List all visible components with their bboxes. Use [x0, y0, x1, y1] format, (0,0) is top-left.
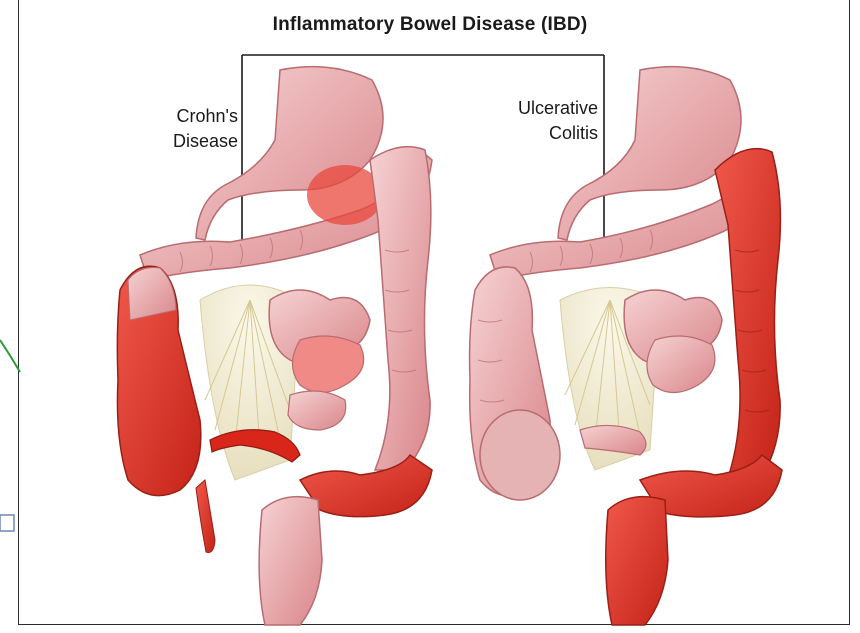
edge-blue-mark [0, 515, 14, 531]
uc-digestive-tract [470, 67, 782, 625]
crohns-digestive-tract [117, 67, 432, 625]
edge-green-line [0, 340, 20, 372]
